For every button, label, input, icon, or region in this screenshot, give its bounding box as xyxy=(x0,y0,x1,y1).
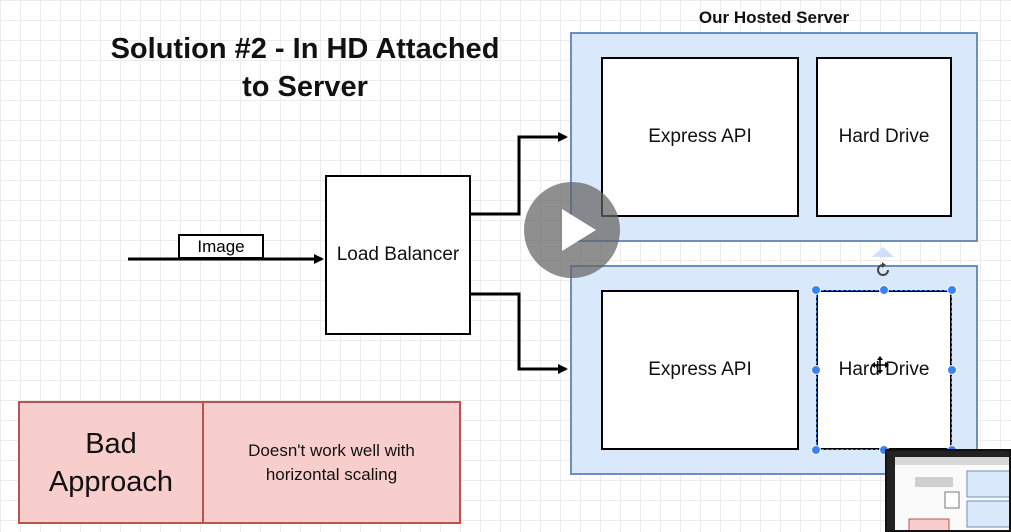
load-balancer-label: Load Balancer xyxy=(336,244,460,265)
arrow-to-server-1 xyxy=(470,132,568,216)
verdict-title: Bad Approach xyxy=(48,427,174,498)
play-icon xyxy=(562,209,596,251)
move-cursor-icon xyxy=(871,356,889,374)
video-thumbnail[interactable] xyxy=(885,449,1011,532)
hard-drive-label-1: Hard Drive xyxy=(838,126,930,147)
express-api-node-2[interactable]: Express API xyxy=(601,290,799,450)
resize-handle-top-left[interactable] xyxy=(811,285,821,295)
express-api-label-1: Express API xyxy=(648,126,752,147)
express-api-node-1[interactable]: Express API xyxy=(601,57,799,217)
express-api-label-2: Express API xyxy=(648,359,752,380)
hard-drive-label-2: Hard Drive xyxy=(838,359,930,380)
server-group-label: Our Hosted Server xyxy=(698,8,850,27)
resize-handle-top-right[interactable] xyxy=(947,285,957,295)
verdict-description: Doesn't work well with horizontal scalin… xyxy=(248,440,415,484)
resize-handle-top[interactable] xyxy=(879,285,889,295)
resize-handle-left[interactable] xyxy=(811,365,821,375)
play-button[interactable] xyxy=(524,182,620,278)
thumbnail-preview xyxy=(895,457,1009,530)
diagram-title: Solution #2 - In HD Attached to Server xyxy=(110,33,500,103)
image-label[interactable]: Image xyxy=(178,234,264,259)
hard-drive-node-1[interactable]: Hard Drive xyxy=(816,57,952,217)
connect-hint-arrow[interactable] xyxy=(872,247,894,259)
resize-handle-bottom-left[interactable] xyxy=(811,445,821,455)
arrow-to-server-2 xyxy=(470,292,568,374)
rotate-icon[interactable] xyxy=(874,261,892,279)
verdict-title-box[interactable]: Bad Approach xyxy=(18,401,204,524)
verdict-description-box[interactable]: Doesn't work well with horizontal scalin… xyxy=(202,401,461,524)
resize-handle-right[interactable] xyxy=(947,365,957,375)
load-balancer-node[interactable]: Load Balancer xyxy=(325,175,471,335)
